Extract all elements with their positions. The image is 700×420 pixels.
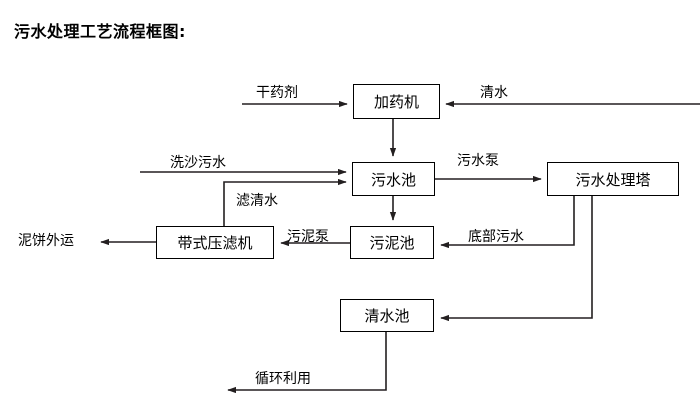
label-sludge-pump: 污泥泵: [287, 229, 329, 245]
node-belt-filter-press[interactable]: 带式压滤机: [156, 226, 274, 259]
label-sand-wash-sewage: 洗沙污水: [170, 155, 226, 171]
edge-clear-water-pool-to-recycle: [227, 332, 387, 394]
edge-tower-to-clear-water-pool: [440, 196, 593, 322]
node-dosing-machine[interactable]: 加药机: [353, 84, 440, 119]
label-bottom-sewage: 底部污水: [468, 229, 524, 245]
node-treatment-tower[interactable]: 污水处理塔: [547, 162, 679, 196]
node-label: 污水池: [370, 170, 416, 189]
label-clean-water: 清水: [480, 85, 508, 101]
label-sewage-pump: 污水泵: [457, 153, 499, 169]
label-filtered-water: 滤清水: [236, 193, 278, 209]
label-dry-chemical: 干药剂: [256, 85, 298, 101]
label-mud-cake-export: 泥饼外运: [18, 233, 74, 249]
node-label: 清水池: [364, 307, 410, 325]
node-label: 污水处理塔: [575, 170, 651, 189]
page-title: 污水处理工艺流程框图:: [14, 22, 186, 41]
edge-tower-bottom-sewage-to-sludge-pool: [440, 196, 575, 249]
node-clear-water-pool[interactable]: 清水池: [340, 299, 434, 332]
node-wastewater-pool[interactable]: 污水池: [352, 162, 435, 196]
edge-filtered-water-to-wastewater-pool: [223, 178, 347, 226]
label-recycle-reuse: 循环利用: [255, 371, 311, 387]
node-sludge-pool[interactable]: 污泥池: [350, 226, 434, 259]
node-label: 污泥池: [369, 234, 415, 252]
node-label: 加药机: [373, 93, 419, 111]
node-label: 带式压滤机: [177, 234, 253, 252]
